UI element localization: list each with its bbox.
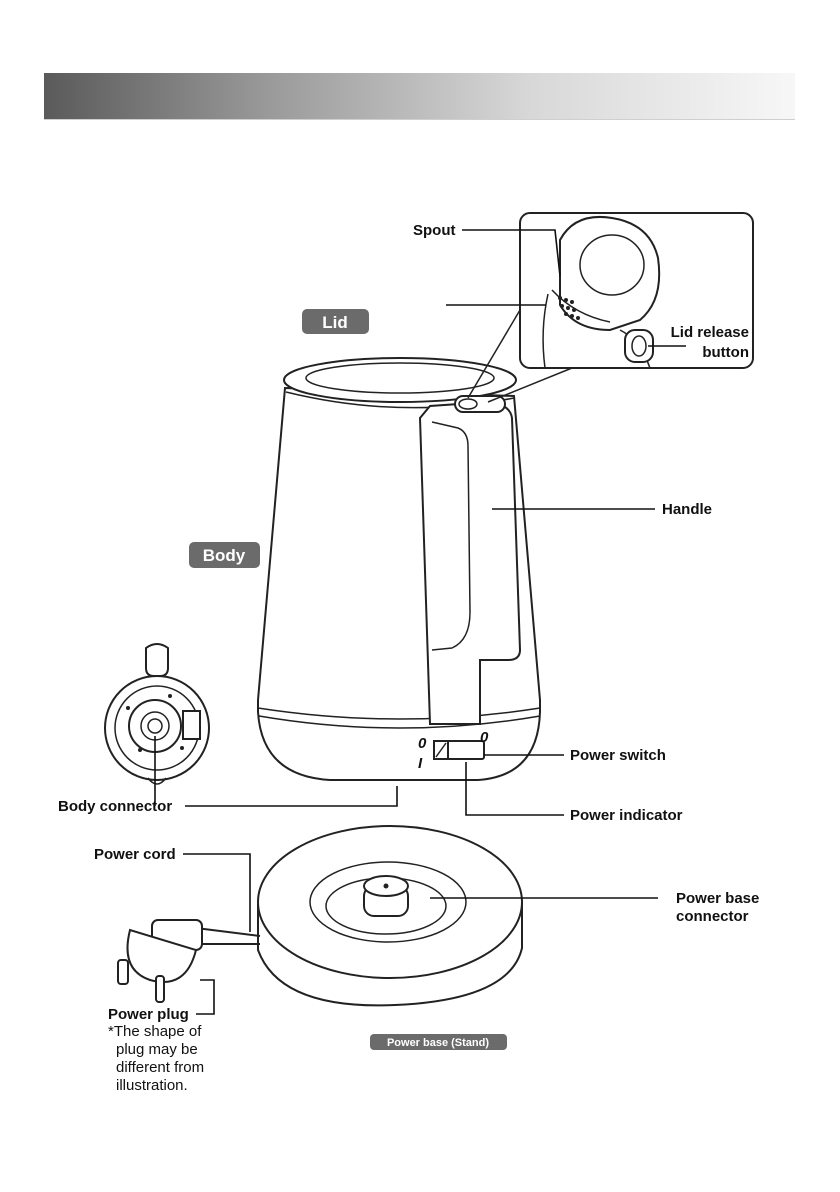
power-cord-label: Power cord — [94, 846, 176, 863]
plug-note-line-1: *The shape of — [108, 1023, 202, 1040]
body-connector-label: Body connector — [58, 798, 172, 815]
power-base-connector-label-line2: connector — [676, 908, 749, 925]
power-base-badge-label: Power base (Stand) — [387, 1037, 489, 1049]
spout-label: Spout — [413, 222, 456, 239]
body-bottom-view — [105, 644, 209, 784]
plug-note-line-2: plug may be — [116, 1041, 198, 1058]
power-switch-label: Power switch — [570, 747, 666, 764]
power-indicator-label: Power indicator — [570, 807, 683, 824]
lid-badge-label: Lid — [322, 313, 348, 332]
lid-badge: Lid — [302, 309, 369, 334]
kettle-illustration: 0 0 I — [258, 358, 540, 780]
power-plug-illustration — [118, 920, 260, 1002]
plug-note-line-3: different from — [116, 1059, 204, 1076]
body-connector-leader-line-2 — [185, 786, 397, 806]
power-plug-leader-line — [196, 980, 214, 1014]
body-badge-label: Body — [203, 546, 246, 565]
handle-label: Handle — [662, 501, 712, 518]
body-badge: Body — [189, 542, 260, 568]
plug-note-line-4: illustration. — [116, 1077, 188, 1094]
lid-release-label-line2: button — [702, 344, 749, 361]
power-plug-label: Power plug — [108, 1006, 189, 1023]
power-base-badge: Power base (Stand) — [370, 1034, 507, 1050]
switch-off-mark-right: 0 — [480, 729, 489, 746]
power-base-connector-label-line1: Power base — [676, 890, 759, 907]
switch-off-mark-left: 0 — [418, 735, 427, 752]
lid-release-label-line1: Lid release — [671, 324, 749, 341]
power-base-illustration — [258, 826, 522, 1005]
